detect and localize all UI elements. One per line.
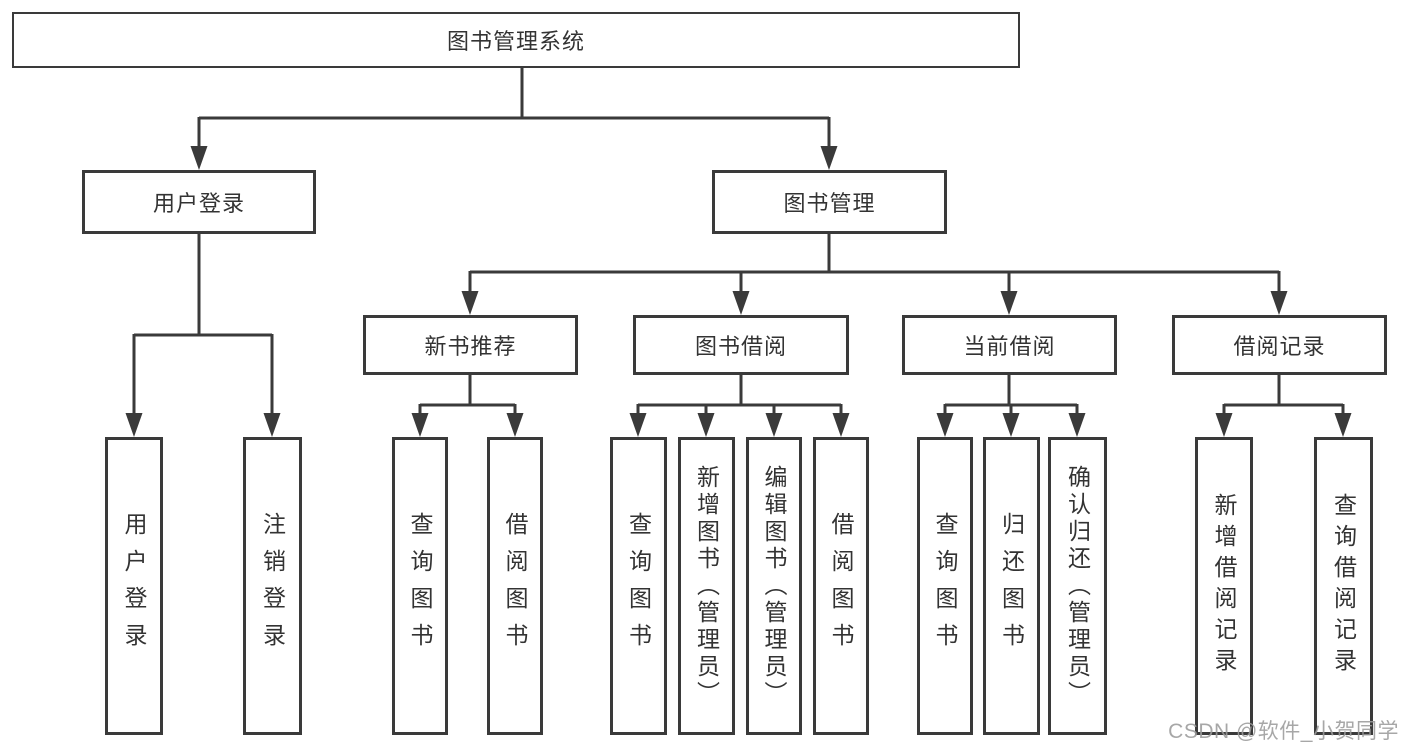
leaf-logout: 注销登录 xyxy=(243,437,302,735)
leaf-query-books-recommend-label: 查询图书 xyxy=(407,512,433,660)
node-borrow-record: 借阅记录 xyxy=(1172,315,1387,375)
node-current-borrow-label: 当前借阅 xyxy=(963,334,1056,359)
node-new-book-recommend: 新书推荐 xyxy=(363,315,578,375)
leaf-query-books-borrow: 查询图书 xyxy=(610,437,667,735)
node-root-label: 图书管理系统 xyxy=(446,29,585,54)
leaf-query-books-current-label: 查询图书 xyxy=(932,512,958,660)
arrowheads xyxy=(125,146,1352,437)
leaf-query-books-recommend: 查询图书 xyxy=(392,437,448,735)
leaf-add-books-admin-label: 新增图书（管理员） xyxy=(693,464,720,708)
leaf-borrow-books-recommend: 借阅图书 xyxy=(487,437,543,735)
node-root: 图书管理系统 xyxy=(12,12,1020,68)
leaf-borrow-books-label: 借阅图书 xyxy=(828,512,854,660)
leaf-edit-books-admin-label: 编辑图书（管理员） xyxy=(761,464,787,708)
leaf-user-login-label: 用户登录 xyxy=(121,512,147,660)
leaf-query-books-borrow-label: 查询图书 xyxy=(625,512,652,660)
node-borrow-record-label: 借阅记录 xyxy=(1233,334,1326,359)
node-book-borrow: 图书借阅 xyxy=(633,315,849,375)
leaf-borrow-books: 借阅图书 xyxy=(813,437,869,735)
leaf-add-borrow-record: 新增借阅记录 xyxy=(1195,437,1253,735)
leaf-return-books: 归还图书 xyxy=(983,437,1040,735)
leaf-user-login: 用户登录 xyxy=(105,437,163,735)
node-user-login: 用户登录 xyxy=(82,170,316,234)
node-book-borrow-label: 图书借阅 xyxy=(694,334,787,359)
leaf-add-books-admin: 新增图书（管理员） xyxy=(678,437,735,735)
leaf-query-borrow-record-label: 查询借阅记录 xyxy=(1330,493,1357,679)
leaf-query-books-current: 查询图书 xyxy=(917,437,973,735)
leaf-return-books-label: 归还图书 xyxy=(998,512,1025,660)
leaf-edit-books-admin: 编辑图书（管理员） xyxy=(746,437,802,735)
node-user-login-label: 用户登录 xyxy=(152,191,245,216)
node-new-book-recommend-label: 新书推荐 xyxy=(424,334,517,359)
csdn-watermark: CSDN @软件_小贺同学 xyxy=(1168,720,1399,743)
node-current-borrow: 当前借阅 xyxy=(902,315,1117,375)
leaf-confirm-return-admin-label: 确认归还（管理员） xyxy=(1064,464,1091,708)
leaf-add-borrow-record-label: 新增借阅记录 xyxy=(1211,493,1237,679)
leaf-query-borrow-record: 查询借阅记录 xyxy=(1314,437,1373,735)
leaf-confirm-return-admin: 确认归还（管理员） xyxy=(1048,437,1107,735)
leaf-borrow-books-recommend-label: 借阅图书 xyxy=(502,512,528,660)
node-book-management: 图书管理 xyxy=(712,170,947,234)
leaf-logout-label: 注销登录 xyxy=(259,512,286,660)
node-book-management-label: 图书管理 xyxy=(783,191,876,216)
